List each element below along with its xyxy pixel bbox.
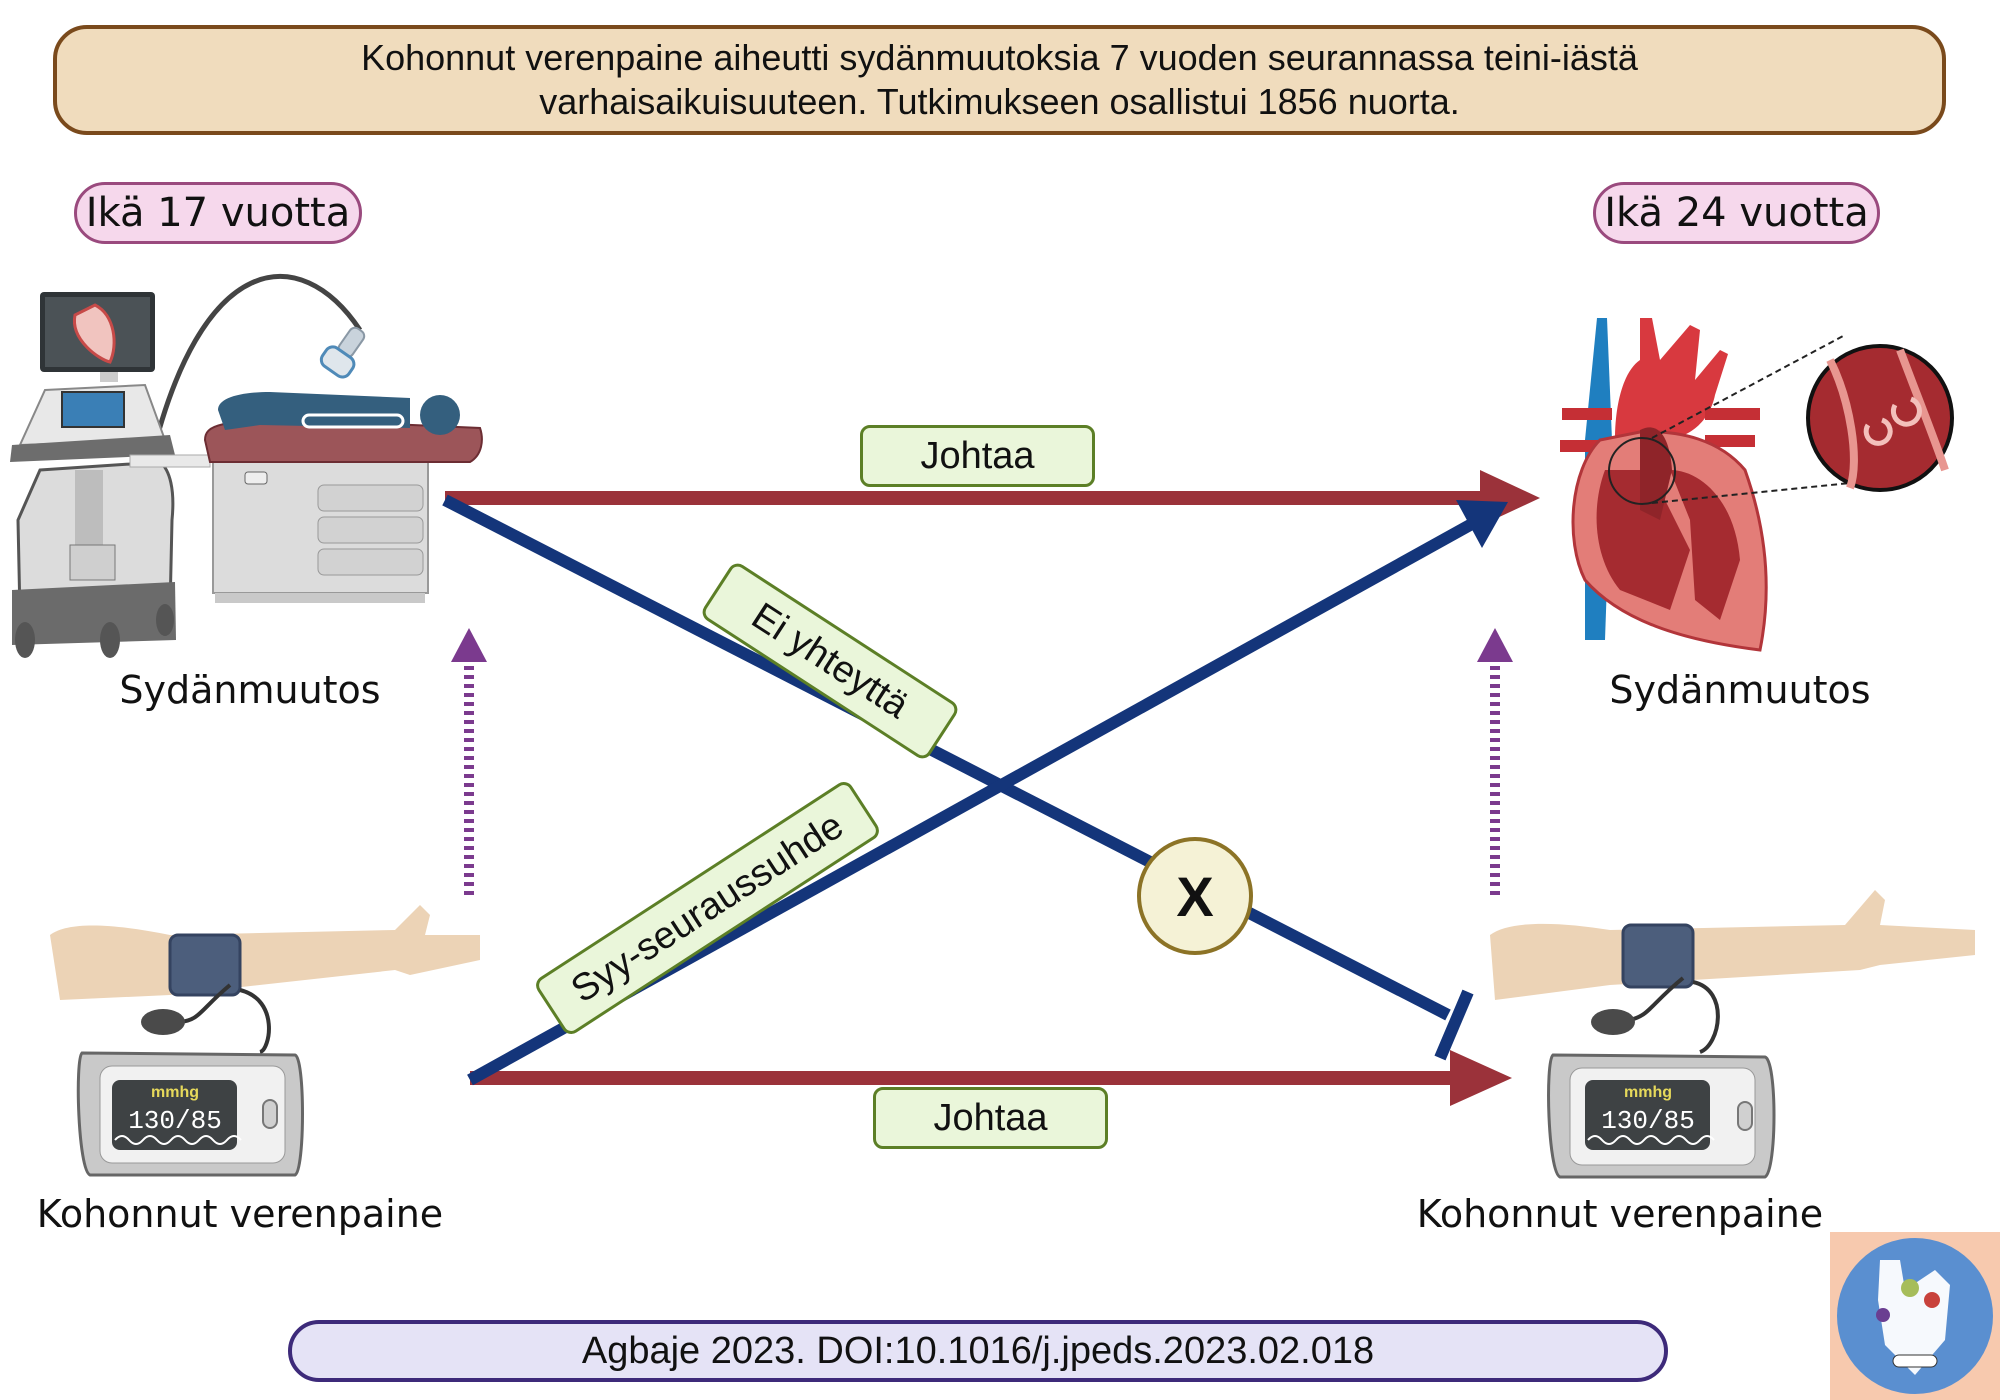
x-mark-icon: X bbox=[1176, 865, 1213, 928]
citation-pill: Agbaje 2023. DOI:10.1016/j.jpeds.2023.02… bbox=[288, 1320, 1668, 1382]
monitor-unit-right: mmhg bbox=[1624, 1084, 1672, 1101]
dashed-arrow-left bbox=[451, 628, 487, 895]
age-label-left: Ikä 17 vuotta bbox=[85, 190, 351, 236]
age-label-right: Ikä 24 vuotta bbox=[1604, 190, 1869, 236]
citation-text: Agbaje 2023. DOI:10.1016/j.jpeds.2023.02… bbox=[581, 1329, 1375, 1372]
caption-heart-change-17: Sydänmuutos bbox=[119, 668, 381, 712]
monitor-reading-left: 130/85 bbox=[128, 1106, 222, 1136]
heart-illustration bbox=[1560, 318, 1954, 652]
label-leads-bottom: Johtaa bbox=[873, 1087, 1108, 1149]
caption-heart-change-24: Sydänmuutos bbox=[1609, 668, 1871, 712]
ultrasound-illustration bbox=[10, 273, 483, 658]
wave-icon bbox=[1587, 1135, 1715, 1145]
blocked-marker: X bbox=[1137, 837, 1253, 955]
age-pill-17: Ikä 17 vuotta bbox=[74, 182, 362, 244]
title-banner: Kohonnut verenpaine aiheutti sydänmuutok… bbox=[53, 25, 1946, 135]
arrow-descending-blocked bbox=[442, 494, 1474, 1061]
arrow-bottom-leads bbox=[470, 1050, 1512, 1106]
dashed-arrow-right bbox=[1477, 628, 1513, 895]
bp-illustration-right bbox=[1490, 890, 1975, 1179]
caption-high-bp-24: Kohonnut verenpaine bbox=[1416, 1192, 1824, 1236]
title-text: Kohonnut verenpaine aiheutti sydänmuutok… bbox=[361, 37, 1638, 122]
caption-high-bp-17: Kohonnut verenpaine bbox=[36, 1192, 444, 1236]
monitor-unit-left: mmhg bbox=[151, 1084, 199, 1101]
age-pill-24: Ikä 24 vuotta bbox=[1593, 182, 1880, 244]
wave-icon bbox=[114, 1135, 242, 1145]
bp-illustration-left bbox=[50, 905, 480, 1177]
label-leads-top: Johtaa bbox=[860, 425, 1095, 487]
monitor-reading-right: 130/85 bbox=[1601, 1106, 1695, 1136]
urfit-child-logo bbox=[1830, 1232, 2000, 1400]
